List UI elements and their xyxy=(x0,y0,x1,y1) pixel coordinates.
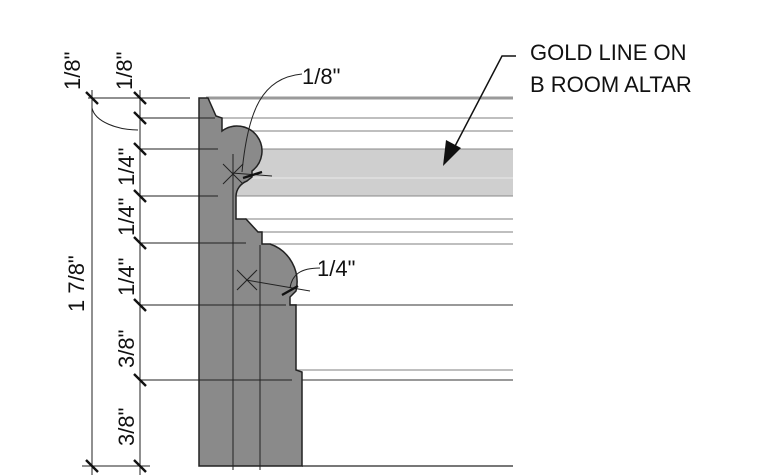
note-arrowhead xyxy=(443,140,461,166)
dimension-tick xyxy=(133,236,147,250)
dim-label-overall: 1 7/8" xyxy=(64,255,89,312)
radius-label-upper: 1/8" xyxy=(302,64,340,89)
dimension-tick xyxy=(133,298,147,312)
dimension-tick xyxy=(133,91,147,105)
gold-line-band xyxy=(236,149,513,196)
elevation-lines xyxy=(206,96,513,467)
dimension-tick xyxy=(133,111,147,125)
radius-line xyxy=(245,279,311,292)
dimension-tick xyxy=(133,459,147,473)
radius-leader-upper xyxy=(241,73,303,173)
dim-label-segment: 1/4" xyxy=(114,198,139,236)
dimension-tick xyxy=(133,189,147,203)
radius-leader-lower xyxy=(289,267,321,289)
note-line-1: GOLD LINE ON xyxy=(530,40,686,65)
tangent-tick xyxy=(281,284,299,297)
tangent-tick xyxy=(242,170,263,180)
dim-label-segment: 1/4" xyxy=(114,258,139,296)
dimension-labels: 1/8" 1/8" 1/4" 1/4" 1/4" 3/8" 3/8" 1 7/8… xyxy=(60,52,139,446)
note-leader xyxy=(452,55,516,151)
dim-label-top-2: 1/8" xyxy=(112,52,137,90)
dimension-tick xyxy=(85,459,99,473)
dim-label-segment: 3/8" xyxy=(114,408,139,446)
dimension-tick xyxy=(85,91,99,105)
dim-label-segment: 3/8" xyxy=(114,330,139,368)
arc-center-mark xyxy=(222,163,244,185)
radius-label-lower: 1/4" xyxy=(317,256,355,281)
dim-label-top-1: 1/8" xyxy=(60,52,85,90)
dimension-tick xyxy=(133,142,147,156)
construction-lines xyxy=(222,154,311,470)
dimension-ticks xyxy=(85,91,299,473)
note-line-2: B ROOM ALTAR xyxy=(530,72,692,97)
dimension-tick xyxy=(133,373,147,387)
dim-label-segment: 1/4" xyxy=(114,148,139,186)
top-dimension-leader xyxy=(91,107,139,131)
molding-profile-section xyxy=(198,97,303,467)
